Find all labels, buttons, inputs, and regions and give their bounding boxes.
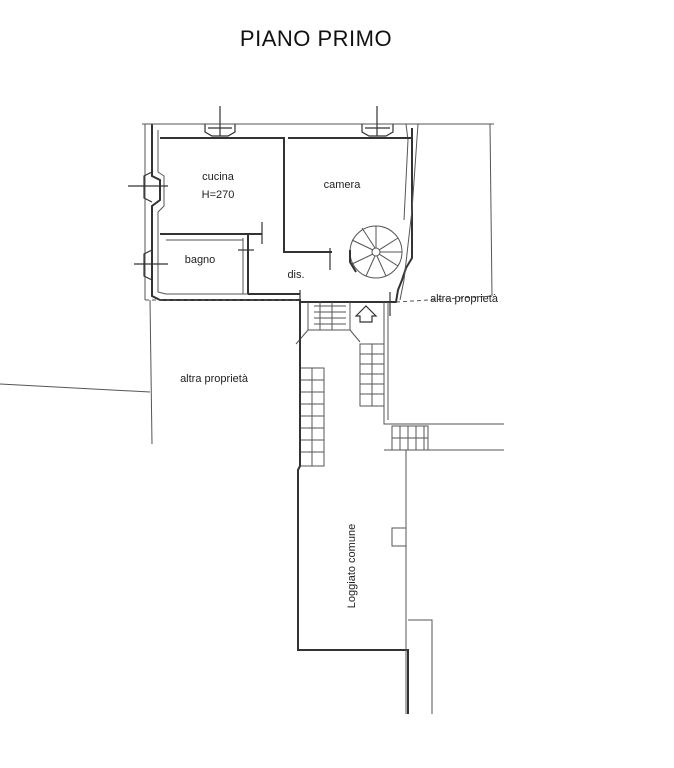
label-altra-proprieta-left: altra proprietà [180, 373, 249, 385]
window-notch-left-2 [134, 249, 168, 281]
entrance-arrow-icon [354, 305, 378, 323]
label-altra-proprieta-right: altra proprietà [430, 293, 499, 305]
window-notch-left-1 [128, 171, 168, 203]
spiral-staircase [349, 225, 403, 279]
window-notch-1 [204, 106, 236, 137]
loggiato-outline [297, 302, 504, 714]
landing-stairs [295, 302, 361, 345]
room-label-dis: dis. [287, 269, 304, 281]
room-label-cucina: cucina [202, 171, 235, 183]
building-outline [142, 123, 494, 303]
label-loggiato-comune: Loggiato comune [346, 524, 358, 608]
stair-flight-lower [391, 425, 429, 451]
room-label-camera: camera [324, 179, 362, 191]
room-height-cucina: H=270 [202, 189, 235, 201]
plan-title: PIANO PRIMO [240, 26, 392, 51]
interior-walls [160, 137, 412, 316]
stair-flight-right [359, 343, 385, 407]
neighbour-boundary [0, 299, 153, 445]
stair-flight-left [299, 367, 325, 467]
room-label-bagno: bagno [185, 254, 216, 266]
window-notch-2 [361, 106, 394, 137]
